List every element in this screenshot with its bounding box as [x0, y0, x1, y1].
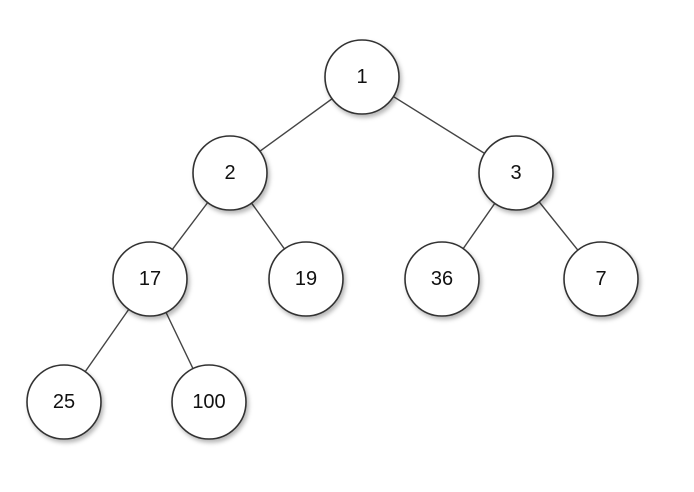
edges	[63, 76, 602, 403]
node-label: 3	[510, 162, 521, 184]
node-circle	[171, 364, 247, 440]
node-label: 2	[224, 162, 235, 184]
node-label: 100	[192, 391, 225, 413]
node-circle	[268, 241, 344, 317]
node-label: 7	[595, 268, 606, 290]
node-circle	[112, 241, 188, 317]
node-label: 17	[139, 268, 161, 290]
node-label: 36	[431, 268, 453, 290]
tree-node-25: 25	[26, 364, 102, 440]
tree-node-36: 36	[404, 241, 480, 317]
node-circle	[563, 241, 639, 317]
node-circle	[478, 135, 554, 211]
tree-node-100: 100	[171, 364, 247, 440]
node-circle	[404, 241, 480, 317]
nodes: 1 2 3 17 19 36 7 25 100	[26, 39, 639, 440]
tree-node-7: 7	[563, 241, 639, 317]
node-circle	[192, 135, 268, 211]
tree-node-3: 3	[478, 135, 554, 211]
node-circle	[324, 39, 400, 115]
tree-node-2: 2	[192, 135, 268, 211]
tree-node-19: 19	[268, 241, 344, 317]
node-label: 25	[53, 391, 75, 413]
node-label: 19	[295, 268, 317, 290]
node-label: 1	[356, 66, 367, 88]
tree-node-17: 17	[112, 241, 188, 317]
node-circle	[26, 364, 102, 440]
tree-node-1: 1	[324, 39, 400, 115]
